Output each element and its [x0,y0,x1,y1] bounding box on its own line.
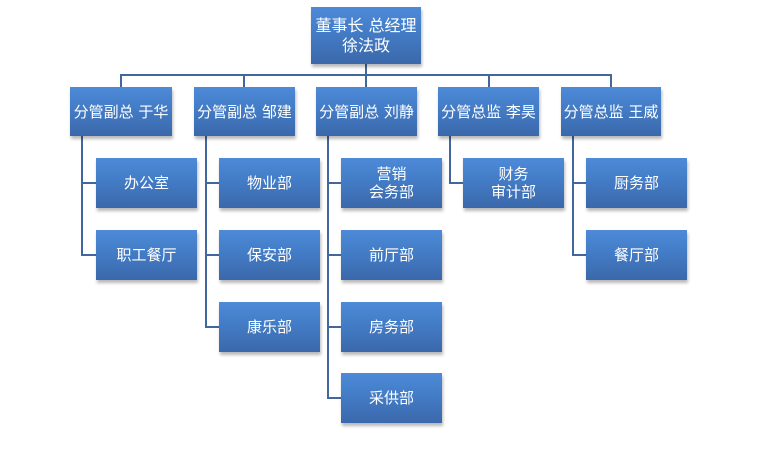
connector-root-down [365,64,367,76]
node-manager-2: 分管副总 邹建 [194,87,295,136]
connector-m5-d2 [572,254,586,256]
connector-m2-d2 [205,254,219,256]
node-root: 董事长 总经理 徐法政 [311,7,421,64]
connector-m4-spine [449,136,451,184]
node-dept: 营销 会务部 [341,158,442,208]
connector-m3-d3 [327,326,341,328]
connector-m4-up [488,74,490,88]
connector-m1-d2 [81,254,96,256]
node-dept: 职工餐厅 [96,230,197,280]
connector-m3-up [365,74,367,88]
node-manager-5: 分管总监 王威 [561,87,661,136]
node-manager-1: 分管副总 于华 [70,87,172,136]
connector-m1-d1 [81,182,96,184]
node-dept: 采供部 [341,373,442,423]
connector-m1-up [120,74,122,88]
connector-m5-spine [572,136,574,256]
connector-m2-up [243,74,245,88]
connector-m5-d1 [572,182,586,184]
connector-m4-d1 [449,182,463,184]
node-dept: 厨务部 [586,158,687,208]
connector-m2-d1 [205,182,219,184]
node-manager-4: 分管总监 李昊 [438,87,539,136]
connector-m2-spine [205,136,207,328]
connector-m3-d4 [327,397,341,399]
connector-m5-up [610,74,612,88]
node-dept: 物业部 [219,158,320,208]
node-dept: 前厅部 [341,230,442,280]
node-dept: 办公室 [96,158,197,208]
node-dept: 康乐部 [219,302,320,352]
connector-m3-d1 [327,182,341,184]
node-dept: 餐厅部 [586,230,687,280]
node-manager-3: 分管副总 刘静 [316,87,417,136]
node-dept: 财务 审计部 [463,158,564,208]
connector-m3-spine [327,136,329,399]
connector-m2-d3 [205,326,219,328]
connector-m3-d2 [327,254,341,256]
connector-m1-spine [81,136,83,256]
node-dept: 房务部 [341,302,442,352]
node-dept: 保安部 [219,230,320,280]
